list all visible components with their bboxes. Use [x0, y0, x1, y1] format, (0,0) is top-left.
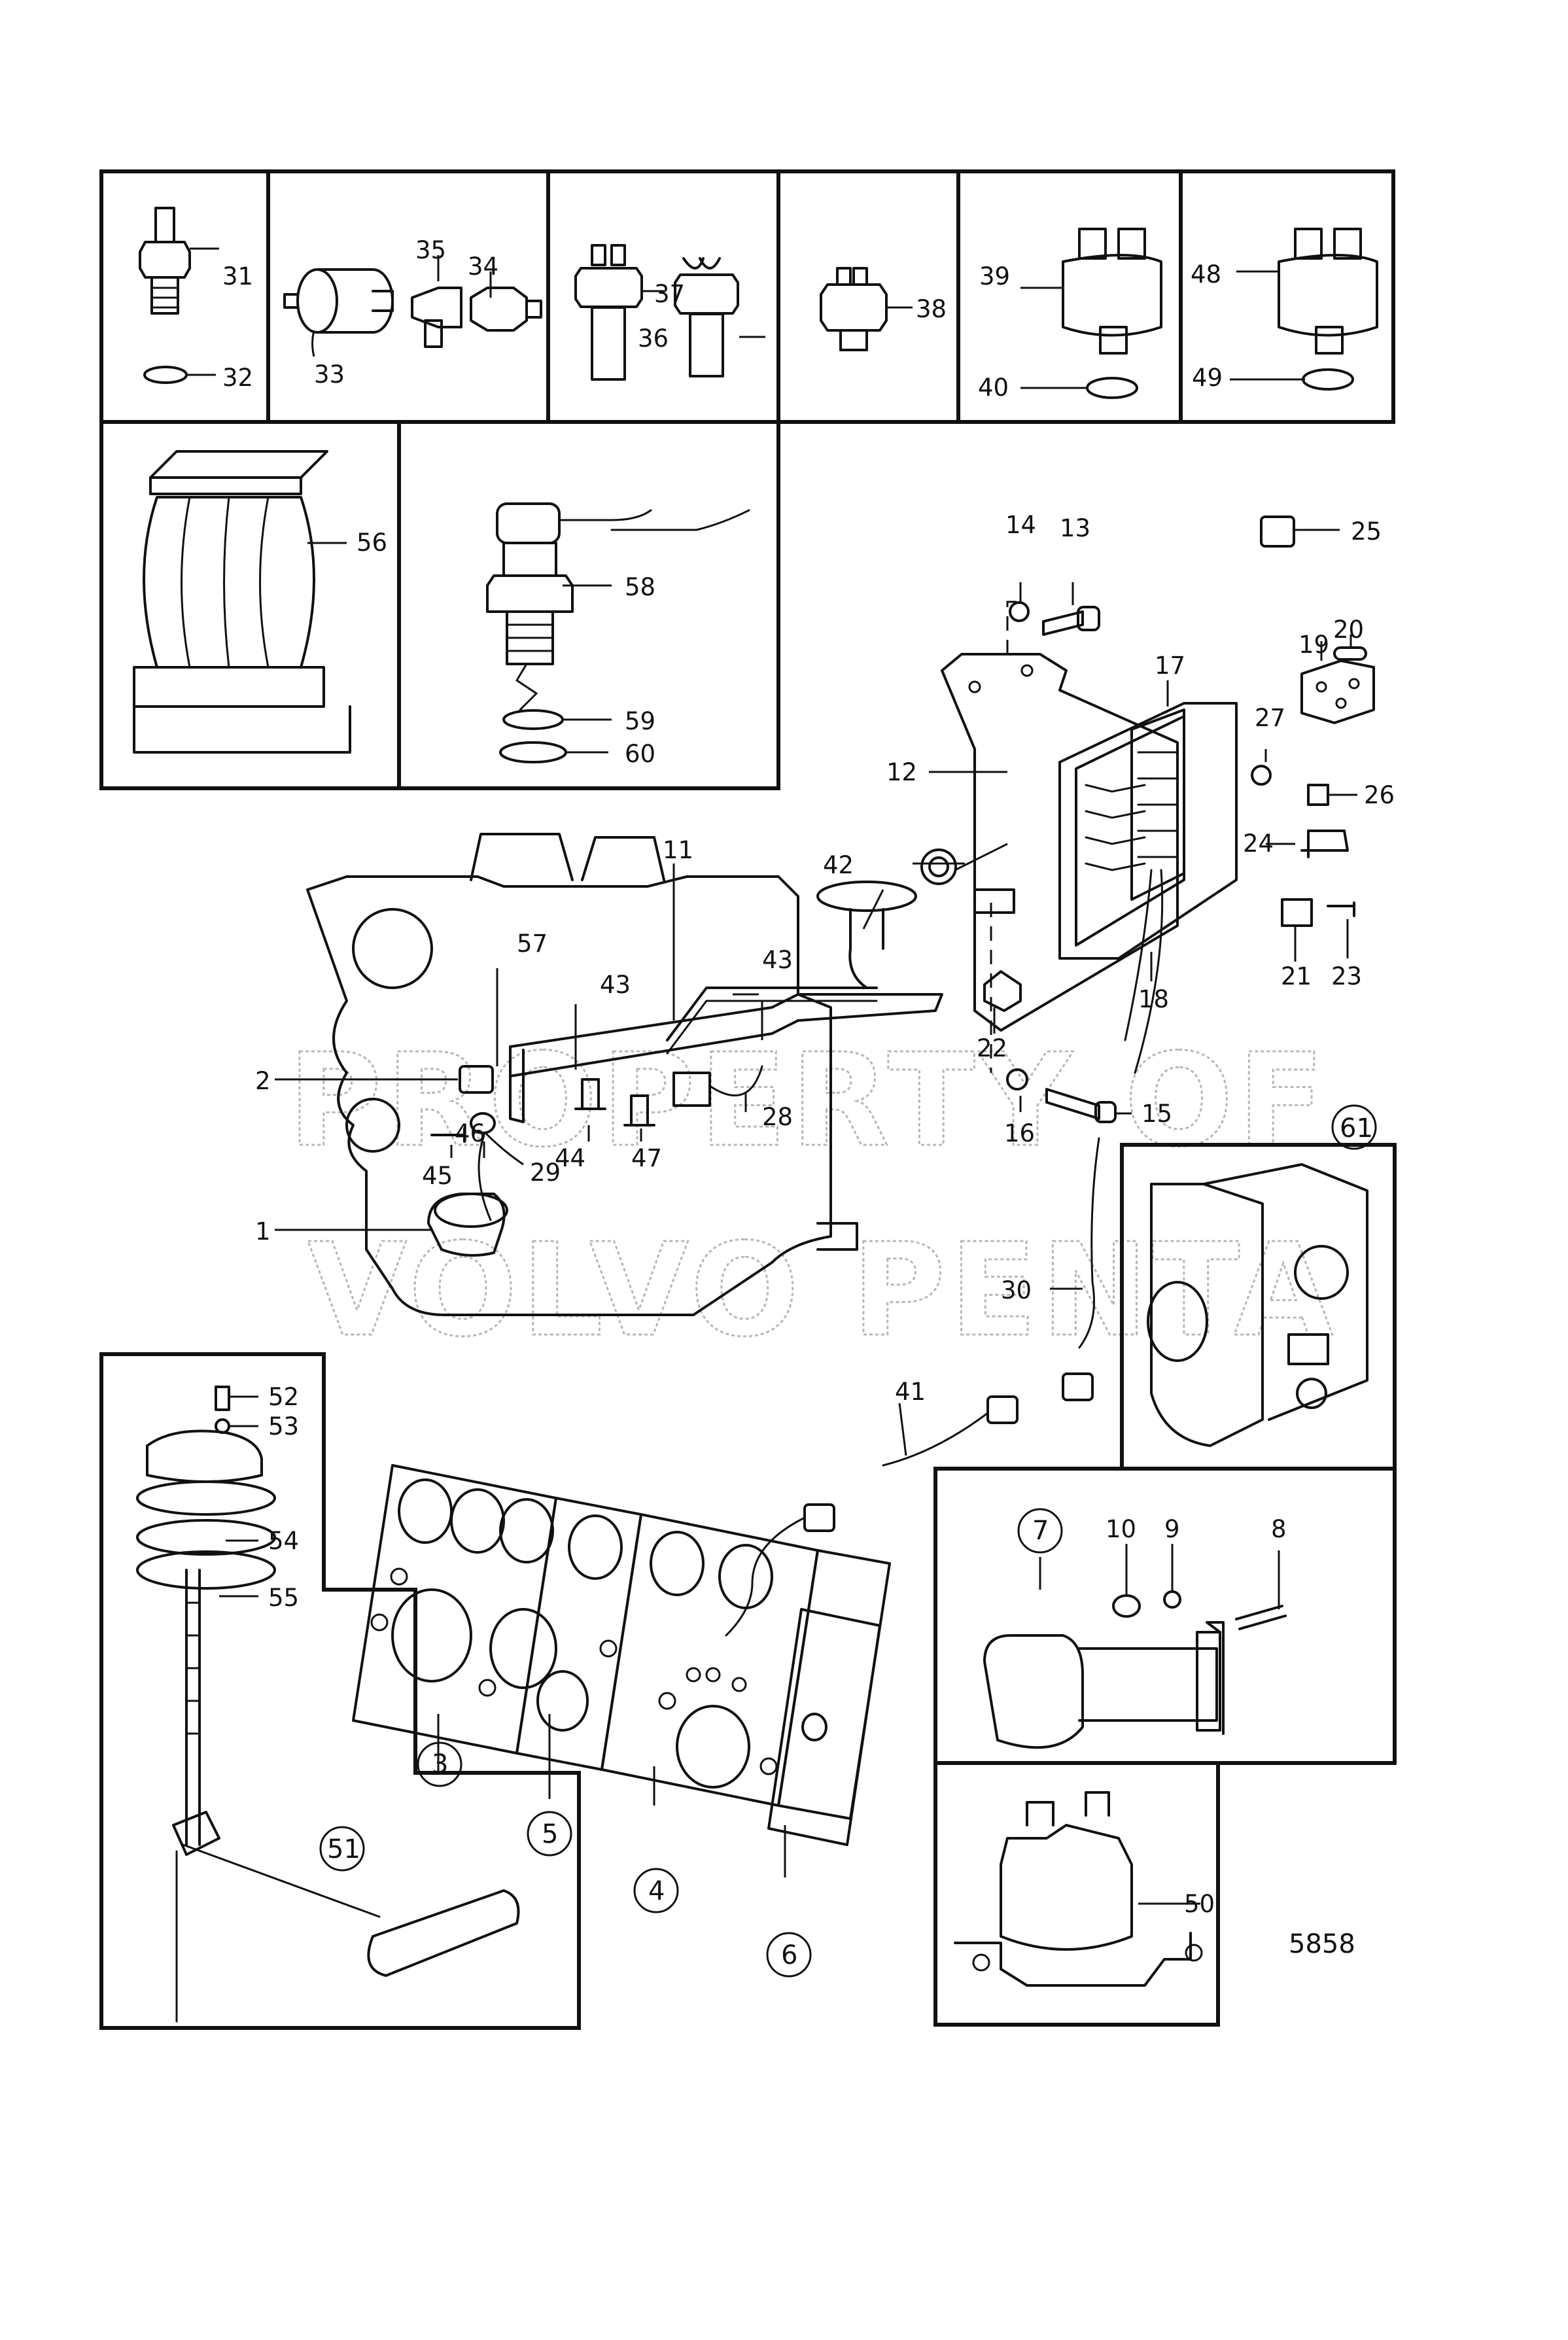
callout-55: 55: [268, 1584, 299, 1612]
watermark-line-2: VOLVO PENTA: [307, 1216, 1337, 1365]
callout-47: 47: [631, 1144, 662, 1172]
callout-28: 28: [762, 1103, 793, 1131]
callout-38: 38: [916, 295, 947, 323]
cables-30-41: [725, 1137, 1100, 1637]
callout-10: 10: [1106, 1515, 1136, 1543]
speed-sender-58-59-60: [486, 502, 750, 763]
callout-1: 1: [255, 1217, 271, 1246]
relay-box-12-17-18: [941, 653, 1238, 1074]
callout-29: 29: [530, 1159, 561, 1187]
callout-30: 30: [1001, 1276, 1032, 1304]
callout-19: 19: [1298, 631, 1329, 659]
panel-50: [933, 1761, 1220, 2027]
relay-box-hardware: [920, 515, 1375, 1123]
temperature-sender-31: [139, 207, 191, 384]
callout-11: 11: [663, 836, 693, 864]
callout-57: 57: [517, 930, 548, 958]
leader-lines: [186, 247, 1357, 1905]
drawing-number: 5858: [1289, 1929, 1355, 1959]
callout-49: 49: [1192, 364, 1223, 392]
callout-9: 9: [1164, 1515, 1180, 1543]
callout-33: 33: [314, 360, 345, 389]
callout-17: 17: [1155, 652, 1185, 680]
callout-3: 3: [432, 1749, 448, 1779]
callout-45: 45: [422, 1162, 453, 1190]
callout-21: 21: [1281, 962, 1312, 990]
instrument-panels: [352, 1464, 891, 1846]
watermark: PROPERTY OF VOLVO PENTA: [287, 1026, 1337, 1367]
second-row-panels: [99, 420, 780, 790]
callout-39: 39: [979, 262, 1010, 290]
pressure-sender-39-40: [1062, 228, 1162, 399]
callout-23: 23: [1331, 962, 1362, 990]
callout-20: 20: [1333, 616, 1364, 644]
callout-48: 48: [1191, 260, 1221, 288]
callout-53: 53: [268, 1412, 299, 1441]
callout-42: 42: [823, 851, 854, 879]
callout-26: 26: [1364, 781, 1395, 809]
callout-7: 7: [1032, 1516, 1049, 1546]
callout-44: 44: [555, 1144, 585, 1172]
oil-pressure-sender-33-34-35: [283, 268, 542, 348]
callout-15: 15: [1141, 1100, 1172, 1128]
callout-35: 35: [415, 236, 446, 264]
callout-37: 37: [654, 280, 685, 308]
callout-22: 22: [977, 1034, 1007, 1062]
callout-27: 27: [1255, 704, 1285, 732]
sender-module-1: [427, 1193, 508, 1257]
callout-4: 4: [648, 1876, 665, 1906]
callout-52: 52: [268, 1383, 299, 1411]
callout-14: 14: [1005, 511, 1036, 539]
engine-outline: [306, 833, 917, 1316]
callout-43b: 43: [762, 946, 793, 974]
callout-12: 12: [886, 758, 917, 786]
temperature-switch-36-37: [574, 244, 739, 381]
callout-36: 36: [638, 324, 669, 353]
callout-32: 32: [222, 364, 253, 392]
callout-46: 46: [455, 1119, 485, 1147]
pressure-sender-48-49: [1278, 228, 1378, 391]
oil-pressure-switch-38: [820, 267, 888, 351]
callout-34: 34: [468, 253, 498, 281]
callout-labels: 31 32 33 35 34 37 36 38 39 40 48 49 56 5…: [222, 236, 1395, 1970]
rubber-bellows-56: [133, 450, 351, 754]
callout-18: 18: [1138, 985, 1169, 1013]
callout-41: 41: [895, 1378, 926, 1406]
callout-31: 31: [222, 262, 253, 290]
callout-circles: [319, 1104, 1377, 1978]
callout-24: 24: [1243, 829, 1274, 858]
callout-59: 59: [625, 707, 655, 735]
callout-60: 60: [625, 740, 655, 768]
callout-43a: 43: [600, 971, 631, 999]
callout-50: 50: [1184, 1890, 1215, 1918]
callout-16: 16: [1004, 1119, 1035, 1147]
callout-54: 54: [268, 1527, 299, 1555]
panel-7: [933, 1467, 1397, 1765]
callout-13: 13: [1060, 514, 1090, 542]
callout-51: 51: [327, 1834, 360, 1864]
watermark-line-1: PROPERTY OF: [288, 1026, 1329, 1176]
callout-40: 40: [978, 374, 1009, 402]
callout-2: 2: [255, 1067, 271, 1095]
wiring-bracket-assembly: [430, 987, 943, 1221]
callout-25: 25: [1351, 517, 1382, 546]
panel-51: [99, 1352, 581, 2030]
callout-56: 56: [357, 529, 387, 557]
callout-61: 61: [1340, 1113, 1373, 1144]
callout-6: 6: [781, 1940, 797, 1970]
callout-8: 8: [1271, 1515, 1287, 1543]
callout-5: 5: [542, 1819, 558, 1849]
callout-58: 58: [625, 573, 655, 601]
